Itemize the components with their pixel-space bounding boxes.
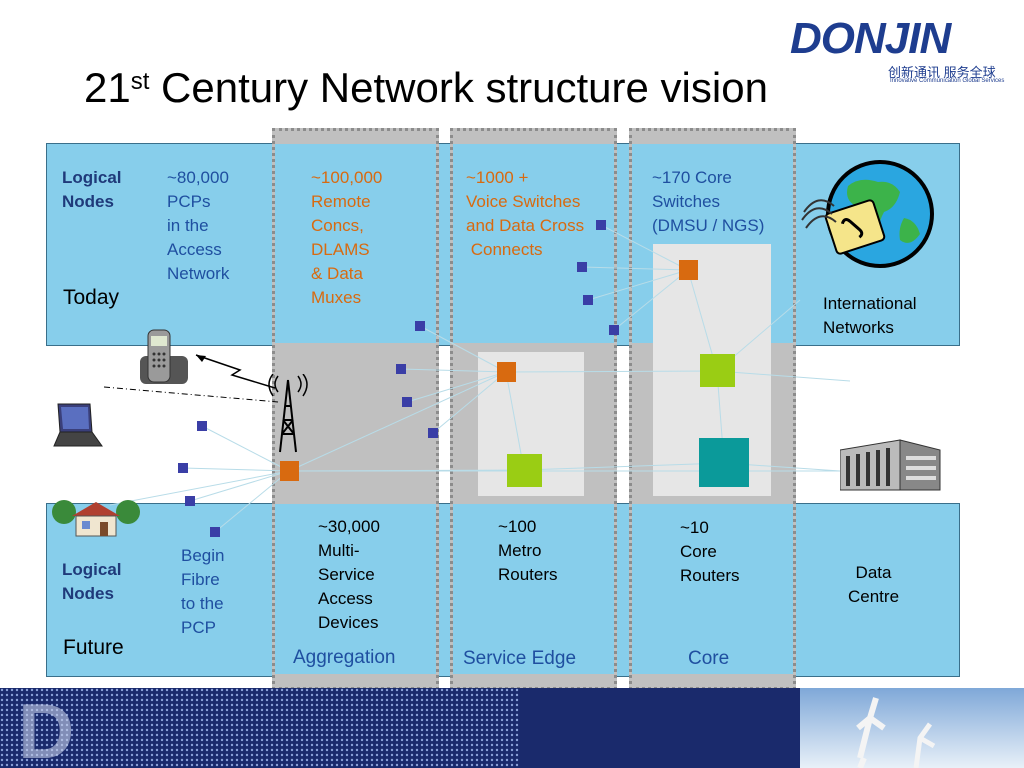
core-router-node-teal [699,438,749,487]
small-node [178,463,188,473]
access-network-text: ~80,000 PCPs in the Access Network [167,168,230,283]
multi-service-access-text: ~30,000 Multi- Service Access Devices [318,517,380,632]
logo-wordmark: DONJIN [790,14,951,63]
core-router-node-green [700,354,735,387]
small-node [428,428,438,438]
future-logical-nodes-label: Logical Nodes [62,560,122,603]
aggregation-future-cell [275,504,436,674]
aggregation-label: Aggregation [293,647,396,668]
service-edge-future-cell [453,504,614,674]
small-node [185,496,195,506]
begin-fibre-text: Begin Fibre to the PCP [181,546,225,637]
core-switches-text: ~170 Core Switches (DMSU / NGS) [652,168,765,235]
service-edge-node-orange [497,362,516,382]
page-title: 21st Century Network structure vision [84,64,768,111]
core-label: Core [688,648,730,669]
international-networks-text: International Networks [823,294,917,337]
small-node [609,325,619,335]
voice-switches-text: ~1000 + Voice Switches and Data Cross Co… [466,168,585,259]
aggregation-today-cell [275,144,436,343]
small-node [396,364,406,374]
logo-tagline: Innovative Communication Global Services [890,78,1005,84]
logo-chinese-text: 创新通讯 服务全球 [888,65,996,80]
data-centre-text: Data Centre [848,563,900,606]
small-node [197,421,207,431]
small-node [596,220,606,230]
svg-text:D: D [18,688,74,768]
globe-phone-icon [801,160,934,268]
core-node-orange [679,260,698,280]
remote-concs-text: ~100,000 Remote Concs, DLAMS & Data Muxe… [311,168,383,307]
laptop-icon [53,403,103,447]
data-centre-building-icon [840,439,941,491]
small-node [577,262,587,272]
footer-dot-pattern: D [0,688,520,768]
service-edge-label: Service Edge [463,648,577,669]
service-edge-today-cell [453,144,614,343]
small-node [210,527,220,537]
future-label: Future [63,636,124,659]
house-icon [52,500,140,537]
metro-router-node [507,454,542,487]
donjin-logo: DONJIN 创新通讯 服务全球 Innovative Communicatio… [790,14,1016,88]
core-routers-text: ~10 Core Routers [680,518,740,585]
small-node [415,321,425,331]
antenna-tower-icon [268,374,308,453]
footer-photo-sky [800,688,1024,768]
small-node [583,295,593,305]
core-future-cell [632,504,793,674]
cordless-phone-icon [140,329,188,384]
metro-routers-text: ~100 Metro Routers [498,517,558,584]
access-node-orange [280,461,299,481]
today-logical-nodes-label: Logical Nodes [62,168,122,211]
today-label: Today [63,286,120,309]
small-node [402,397,412,407]
